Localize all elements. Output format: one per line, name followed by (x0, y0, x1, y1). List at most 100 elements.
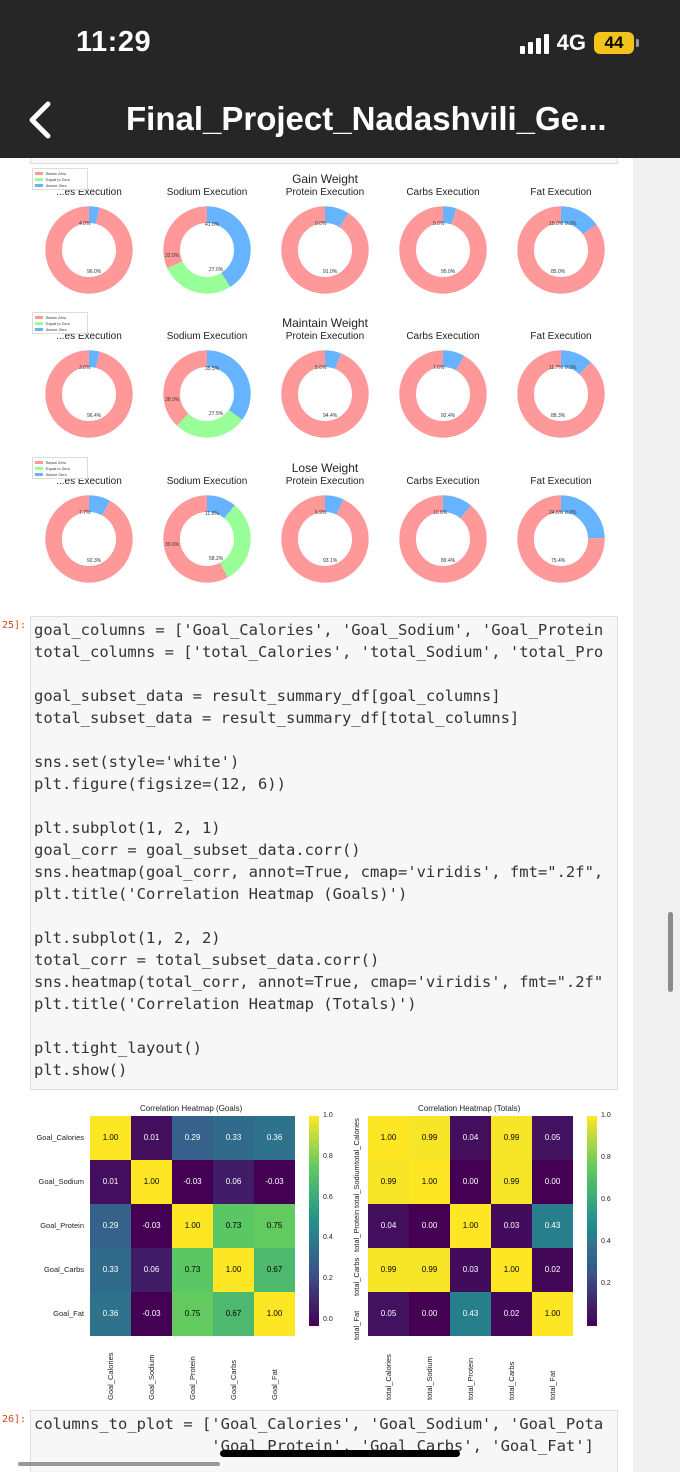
heatmap-cell: 0.01 (131, 1116, 172, 1160)
colorbar-tick-label: 0.6 (601, 1196, 611, 1203)
heatmap-cell: 0.05 (532, 1116, 573, 1160)
donut-outline (162, 205, 252, 295)
top-bar: 11:29 4G 44 Final_Project_Nadashvili_Ge.… (0, 0, 680, 158)
legend-swatch (35, 466, 43, 470)
heatmap-cell: -0.03 (172, 1160, 213, 1204)
heatmap-cell: 0.99 (409, 1248, 450, 1292)
slice-percent-label: 11.6% (205, 511, 219, 517)
donut-chart (162, 494, 252, 584)
heatmap-cell: 0.00 (409, 1204, 450, 1248)
scrollbar[interactable] (668, 912, 673, 992)
donut-chart (44, 205, 134, 295)
subplot-title: Sodium Execution (166, 187, 248, 198)
code-line (31, 729, 617, 751)
home-indicator[interactable] (220, 1450, 460, 1457)
legend-swatch (35, 460, 43, 464)
back-arrow-icon[interactable] (24, 100, 60, 140)
donut-chart (44, 494, 134, 584)
heatmap-cell: 0.67 (254, 1248, 295, 1292)
heatmap-cell: 0.99 (368, 1248, 409, 1292)
heatmap-cell: 0.03 (450, 1248, 491, 1292)
donut-outline (44, 349, 134, 439)
heatmap-row-label: total_Calories (352, 1118, 361, 1164)
heatmap-cell: 0.73 (172, 1248, 213, 1292)
subplot-title: Sodium Execution (166, 331, 248, 342)
donut-outline (398, 205, 488, 295)
legend-label: Below Zero (46, 459, 67, 465)
code-cell-heatmap[interactable]: goal_columns = ['Goal_Calories', 'Goal_S… (30, 616, 618, 1090)
donut-outline (280, 494, 370, 584)
donut-slice-below (163, 206, 251, 294)
code-line: total_subset_data = result_summary_df[to… (34, 709, 520, 727)
code-line: total_corr = total_subset_data.corr() (34, 951, 380, 969)
slice-percent-label: 27.5% (209, 411, 224, 417)
heatmap-cell: 0.04 (368, 1204, 409, 1248)
legend-swatch (35, 327, 43, 331)
code-line (31, 663, 617, 685)
donut-slice-below (281, 495, 369, 583)
donut-chart (280, 205, 370, 295)
colorbar-tick-label: 0.2 (601, 1280, 611, 1287)
legend-item: Above Zero (35, 182, 85, 188)
donut-outline (280, 349, 370, 439)
network-type: 4G (556, 30, 586, 55)
donut-chart (516, 205, 606, 295)
slice-percent-label: 15.0% (549, 221, 564, 227)
heatmap-cell: 0.75 (254, 1204, 295, 1248)
legend-swatch (35, 177, 43, 181)
row-title: Gain Weight (292, 172, 358, 186)
donut-slice-equal (163, 495, 251, 583)
heatmap-colorbar (587, 1116, 597, 1326)
cell-prompt: 25]: (2, 620, 27, 631)
donut-chart (516, 494, 606, 584)
code-cell-columns-to-plot[interactable]: columns_to_plot = ['Goal_Calories', 'Goa… (30, 1410, 618, 1472)
subplot-title: ...es Execution (56, 476, 122, 487)
heatmap-cell: -0.03 (131, 1204, 172, 1248)
heatmap-cell: 1.00 (90, 1116, 131, 1160)
horizontal-scrollbar[interactable] (18, 1462, 220, 1466)
colorbar-tick-label: 0.0 (323, 1315, 333, 1323)
slice-percent-label: 93.1% (323, 558, 338, 564)
heatmap-col-label: Goal_Sodium (146, 1354, 156, 1400)
donut-slice-below (45, 495, 133, 583)
heatmap-col-label: Goal_Fat (269, 1369, 279, 1400)
legend-item: Equal to Zero (35, 176, 85, 182)
heatmap-col-label: Goal_Protein (187, 1356, 197, 1400)
status-time: 11:29 (76, 26, 152, 58)
heatmap-cell: 0.29 (90, 1204, 131, 1248)
legend-label: Below Zero (46, 170, 67, 176)
heatmap-cell: 0.00 (532, 1160, 573, 1204)
slice-percent-label: 88.3% (551, 413, 566, 419)
donut-chart (280, 349, 370, 439)
slice-percent-label: 96.0% (87, 269, 102, 275)
colorbar-tick-label: 0.2 (323, 1275, 333, 1283)
heatmap-cell: 0.43 (450, 1292, 491, 1336)
heatmap-cell: 0.73 (213, 1204, 254, 1248)
subplot-title: Fat Execution (530, 187, 592, 198)
slice-percent-label: 0.0% (565, 365, 577, 371)
legend-label: Above Zero (46, 326, 67, 332)
slice-percent-label: 75.4% (551, 558, 566, 564)
donut-chart (398, 205, 488, 295)
heatmap-cell: 0.43 (532, 1204, 573, 1248)
donut-outline (516, 205, 606, 295)
colorbar-tick-label: 0.8 (601, 1154, 611, 1161)
donut-outline (516, 349, 606, 439)
slice-percent-label: 41.0% (205, 222, 220, 228)
donut-slice-below (517, 350, 605, 438)
slice-percent-label: 0.0% (565, 221, 577, 227)
battery-icon: 44 (594, 32, 639, 54)
donut-outline (162, 349, 252, 439)
code-line: plt.title('Correlation Heatmap (Totals)'… (34, 995, 417, 1013)
cell-prompt: 26]: (2, 1414, 27, 1425)
slice-percent-label: 3.6% (79, 365, 91, 371)
heatmap-cell: 1.00 (450, 1204, 491, 1248)
heatmap-colorbar (309, 1116, 319, 1326)
code-line (31, 795, 617, 817)
subplot-title: ...es Execution (56, 331, 122, 342)
heatmap-title: Correlation Heatmap (Goals) (140, 1104, 243, 1113)
